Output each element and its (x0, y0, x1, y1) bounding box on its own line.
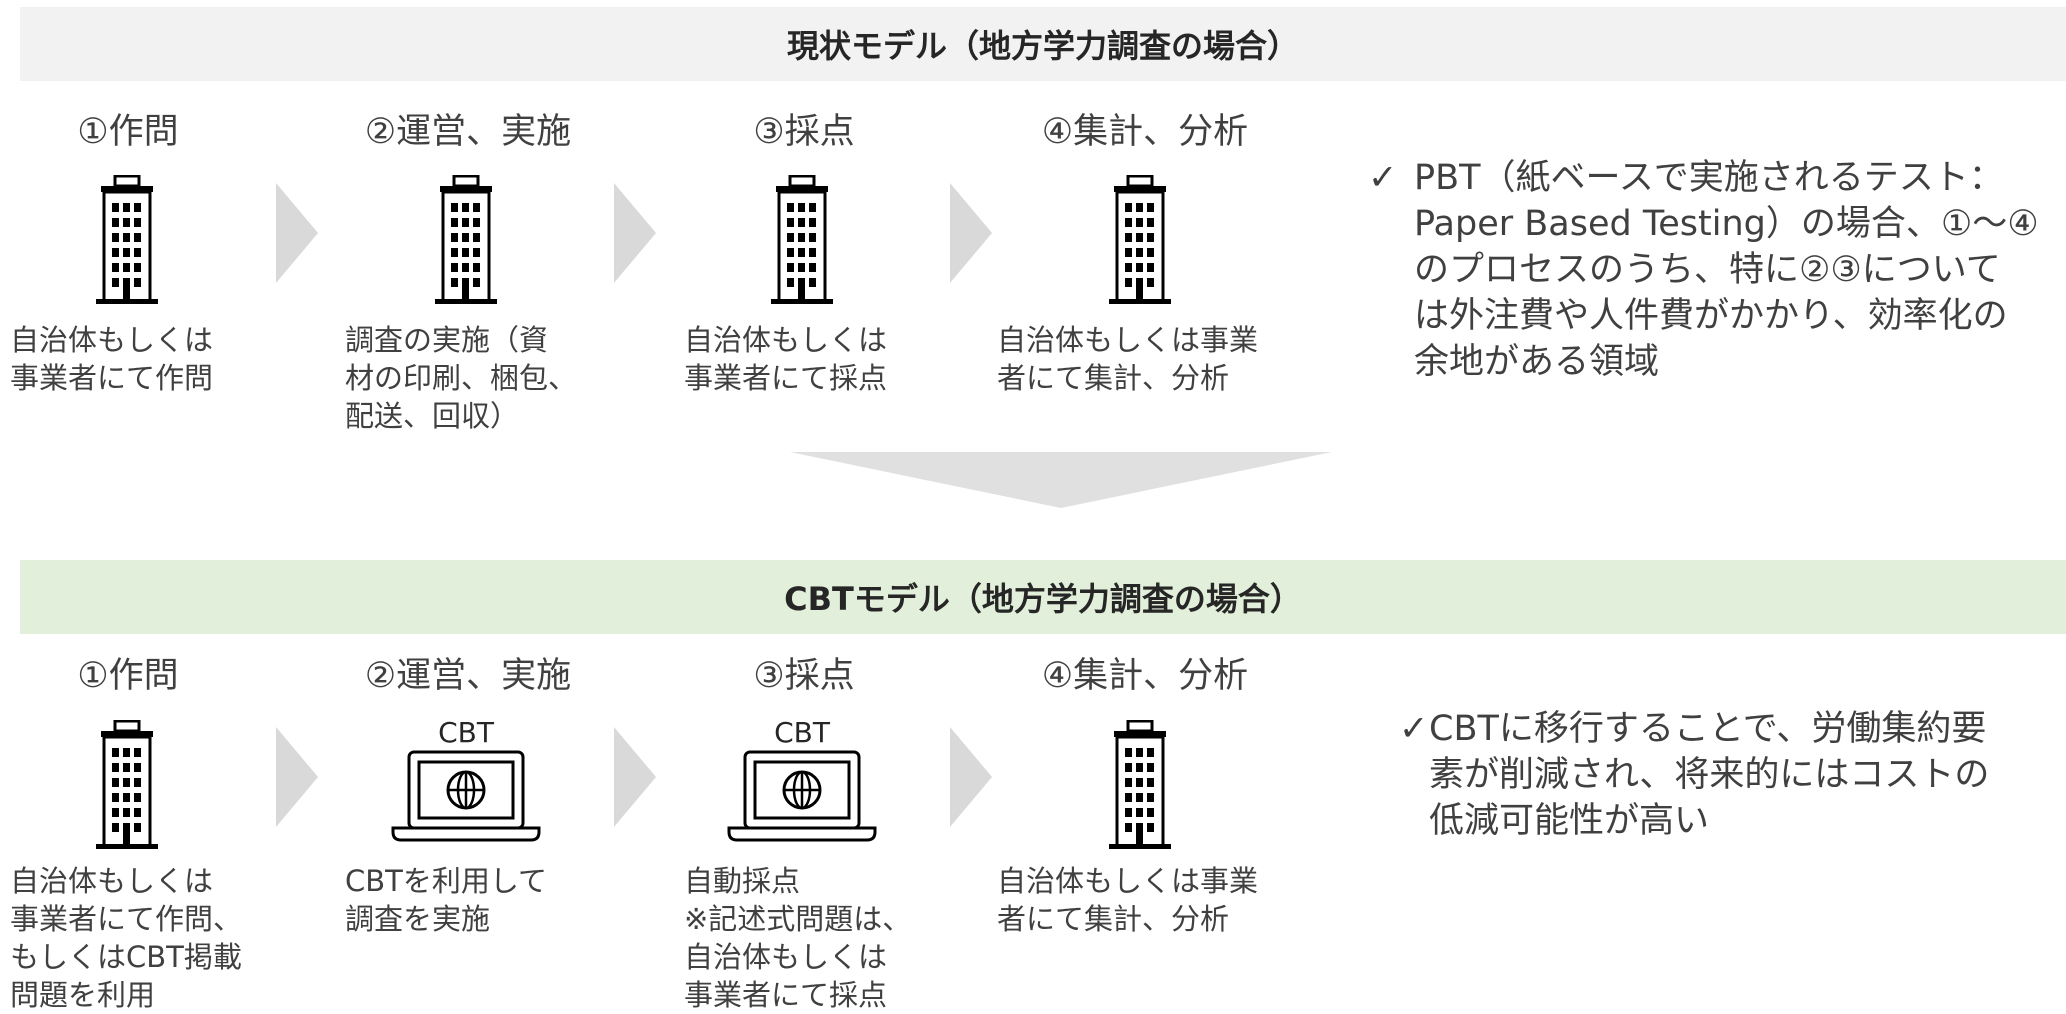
process-chevron (276, 183, 318, 283)
step-description: 自治体もしくは事業 者にて集計、分析 (997, 323, 1259, 395)
laptop-globe-icon (727, 750, 877, 842)
check-icon: ✓ (1399, 709, 1429, 749)
note-line: 低減可能性が高い (1429, 801, 1710, 841)
process-chevron (950, 183, 992, 283)
check-icon: ✓ (1368, 158, 1398, 198)
current-model-header: 現状モデル（地方学力調査の場合） (20, 7, 2066, 81)
note-line: CBTに移行することで、労働集約要 (1429, 709, 1987, 749)
building-icon (434, 175, 498, 305)
laptop-globe-icon (391, 750, 541, 842)
step-description: 自治体もしくは事業 者にて集計、分析 (997, 864, 1259, 936)
building-icon (95, 720, 159, 850)
step-description: 調査の実施（資 材の印刷、梱包、 配送、回収） (345, 323, 578, 433)
step-title: ①作問 (77, 112, 179, 152)
step-title: ②運営、実施 (364, 112, 572, 152)
step-description: CBTを利用して 調査を実施 (345, 864, 547, 936)
cbt-model-note: ✓ CBTに移行することで、労働集約要 素が削減され、将来的にはコストの 低減可… (1399, 706, 1989, 844)
process-chevron (950, 727, 992, 827)
step-title: ②運営、実施 (364, 656, 572, 696)
step-description: 自治体もしくは 事業者にて採点 (684, 323, 888, 395)
step-description: 自治体もしくは 事業者にて作問 (10, 323, 214, 395)
note-line: は外注費や人件費がかかり、効率化の (1414, 296, 2008, 336)
note-line: 余地がある領域 (1414, 342, 1660, 382)
note-line: 素が削減され、将来的にはコストの (1429, 755, 1990, 795)
note-line: のプロセスのうち、特に②③について (1414, 250, 2001, 290)
cbt-model-header: CBTモデル（地方学力調査の場合） (20, 560, 2066, 634)
step-title: ①作問 (77, 656, 179, 696)
step-description: 自動採点 ※記述式問題は、 自治体もしくは 事業者にて採点 (684, 864, 912, 1012)
cbt-label: CBT (774, 716, 830, 749)
building-icon (1108, 720, 1172, 850)
process-chevron (614, 727, 656, 827)
note-line: Paper Based Testing）の場合、①〜④ (1414, 204, 2039, 244)
current-model-note: ✓ PBT（紙ベースで実施されるテスト： Paper Based Testing… (1368, 155, 2039, 385)
step-title: ④集計、分析 (1041, 112, 1249, 152)
transition-arrow (790, 452, 1332, 508)
step-title: ③採点 (753, 656, 855, 696)
step-description: 自治体もしくは 事業者にて作問、 もしくはCBT掲載 問題を利用 (10, 864, 243, 1012)
building-icon (1108, 175, 1172, 305)
cbt-label: CBT (438, 716, 494, 749)
building-icon (95, 175, 159, 305)
step-title: ③採点 (753, 112, 855, 152)
step-title: ④集計、分析 (1041, 656, 1249, 696)
process-chevron (276, 727, 318, 827)
building-icon (770, 175, 834, 305)
note-line: PBT（紙ベースで実施されるテスト： (1414, 158, 2004, 198)
process-chevron (614, 183, 656, 283)
